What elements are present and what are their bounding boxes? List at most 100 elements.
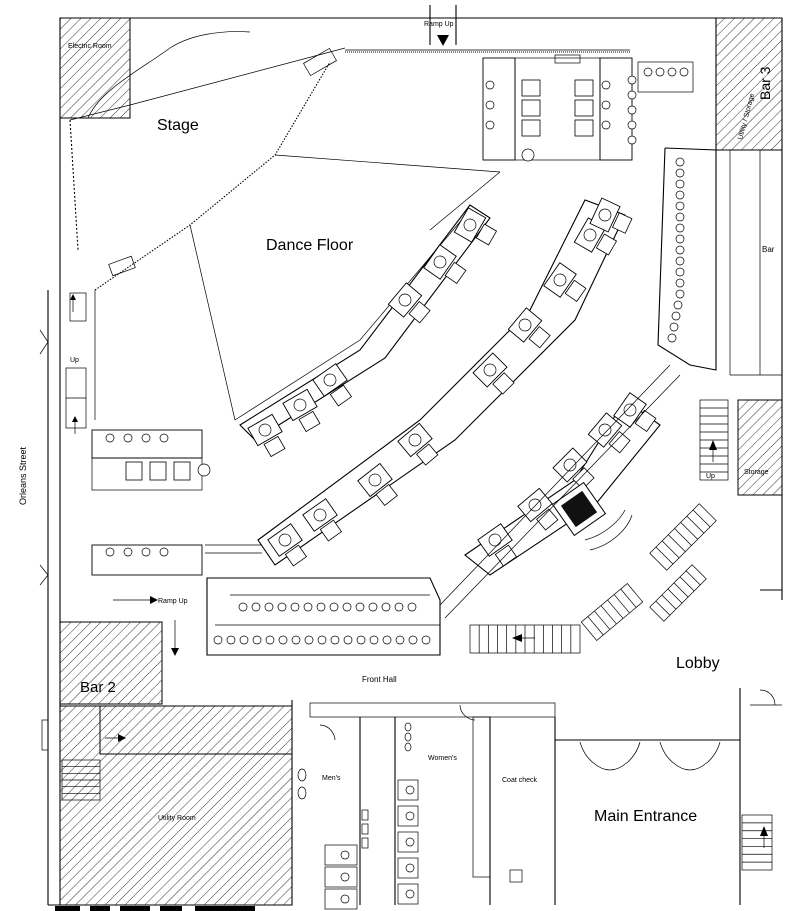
table-top <box>623 403 637 417</box>
stall <box>324 844 358 866</box>
table-top <box>553 273 567 287</box>
bar-stool <box>330 635 340 645</box>
table-top <box>518 318 532 332</box>
bar-3-counter <box>627 61 694 145</box>
stair <box>741 814 773 871</box>
front-bar <box>206 364 681 656</box>
bar-stool <box>252 635 262 645</box>
left-ramps <box>65 292 87 429</box>
table-top <box>323 373 337 387</box>
bar-stool <box>669 322 679 332</box>
mens-label: Men's <box>322 775 341 782</box>
bar-2-label: Bar 2 <box>80 679 116 696</box>
right-bar <box>657 147 782 376</box>
stair <box>61 759 101 801</box>
electric-room-label: Electric Room <box>68 43 112 50</box>
stair-tread <box>692 509 711 528</box>
womens-label: Women's <box>428 755 457 762</box>
bar-stool <box>316 602 326 612</box>
bar-stool <box>343 635 353 645</box>
bar-label: Bar <box>762 245 775 254</box>
stall <box>397 857 419 879</box>
front-hall <box>291 700 556 905</box>
toilet <box>405 785 415 795</box>
dance-floor-label: Dance Floor <box>266 237 354 254</box>
sink <box>297 768 307 782</box>
bar-stool <box>675 223 685 233</box>
bar-stool <box>369 635 379 645</box>
stair-tread <box>587 616 604 636</box>
stage-label: Stage <box>157 117 199 134</box>
stair-tread <box>600 605 617 625</box>
stall <box>324 866 358 888</box>
table-top <box>398 293 412 307</box>
dance-floor-area <box>94 154 501 421</box>
utility-storage-room <box>715 17 783 151</box>
bar-stool <box>329 602 339 612</box>
table-top <box>368 473 382 487</box>
bar-stool <box>667 333 677 343</box>
bar-stool <box>382 635 392 645</box>
table-top <box>293 398 307 412</box>
stair <box>699 399 729 481</box>
main-entrance-label: Main Entrance <box>594 808 697 825</box>
stair-tread <box>607 599 624 619</box>
bar-stool <box>675 256 685 266</box>
bar-stool <box>277 602 287 612</box>
bar-stool <box>226 635 236 645</box>
stair-tread <box>661 594 677 610</box>
table-top <box>408 433 422 447</box>
chair <box>536 508 559 531</box>
stairs <box>61 399 773 871</box>
bar-stool <box>368 602 378 612</box>
table-group <box>477 523 518 567</box>
table-top <box>313 508 327 522</box>
direction-arrows <box>70 35 768 848</box>
sink <box>404 722 412 732</box>
table-group <box>453 207 498 246</box>
bar-stool <box>421 635 431 645</box>
utility-room-label: Utility Room <box>158 815 196 822</box>
table-top <box>463 218 477 232</box>
chair <box>611 212 633 234</box>
chair <box>284 544 308 567</box>
stair-tread <box>686 515 705 534</box>
main-entrance-doors <box>555 688 782 905</box>
bar-stool <box>355 602 365 612</box>
bar-stool <box>675 179 685 189</box>
stair-tread <box>655 546 674 565</box>
stair <box>469 624 581 654</box>
toilet <box>340 850 350 860</box>
bar-stool <box>675 168 685 178</box>
chair <box>444 261 467 285</box>
table-group <box>587 412 631 454</box>
stair-frame <box>580 583 644 641</box>
restroom-fixtures <box>297 722 419 910</box>
table-group <box>247 413 286 458</box>
bar-stool <box>671 311 681 321</box>
bar-stool <box>303 602 313 612</box>
bar-stool <box>251 602 261 612</box>
table-top <box>483 363 497 377</box>
table-top <box>258 423 272 437</box>
stair-tread <box>620 588 637 608</box>
stair-tread <box>673 582 689 598</box>
bar-stool <box>356 635 366 645</box>
bar-stool <box>675 245 685 255</box>
bar-stool <box>675 278 685 288</box>
bar-3-label: Bar 3 <box>757 66 773 100</box>
bar-stool <box>239 635 249 645</box>
bar-stool <box>675 190 685 200</box>
stair <box>649 564 707 622</box>
chair <box>263 435 286 458</box>
bar-stool <box>238 602 248 612</box>
table-top <box>278 533 292 547</box>
chair <box>564 279 587 303</box>
table-group <box>267 523 308 567</box>
toilet <box>405 837 415 847</box>
stall <box>397 805 419 827</box>
bar-stool <box>290 602 300 612</box>
bar-stool <box>381 602 391 612</box>
bar-stool <box>264 602 274 612</box>
sink <box>404 732 412 742</box>
